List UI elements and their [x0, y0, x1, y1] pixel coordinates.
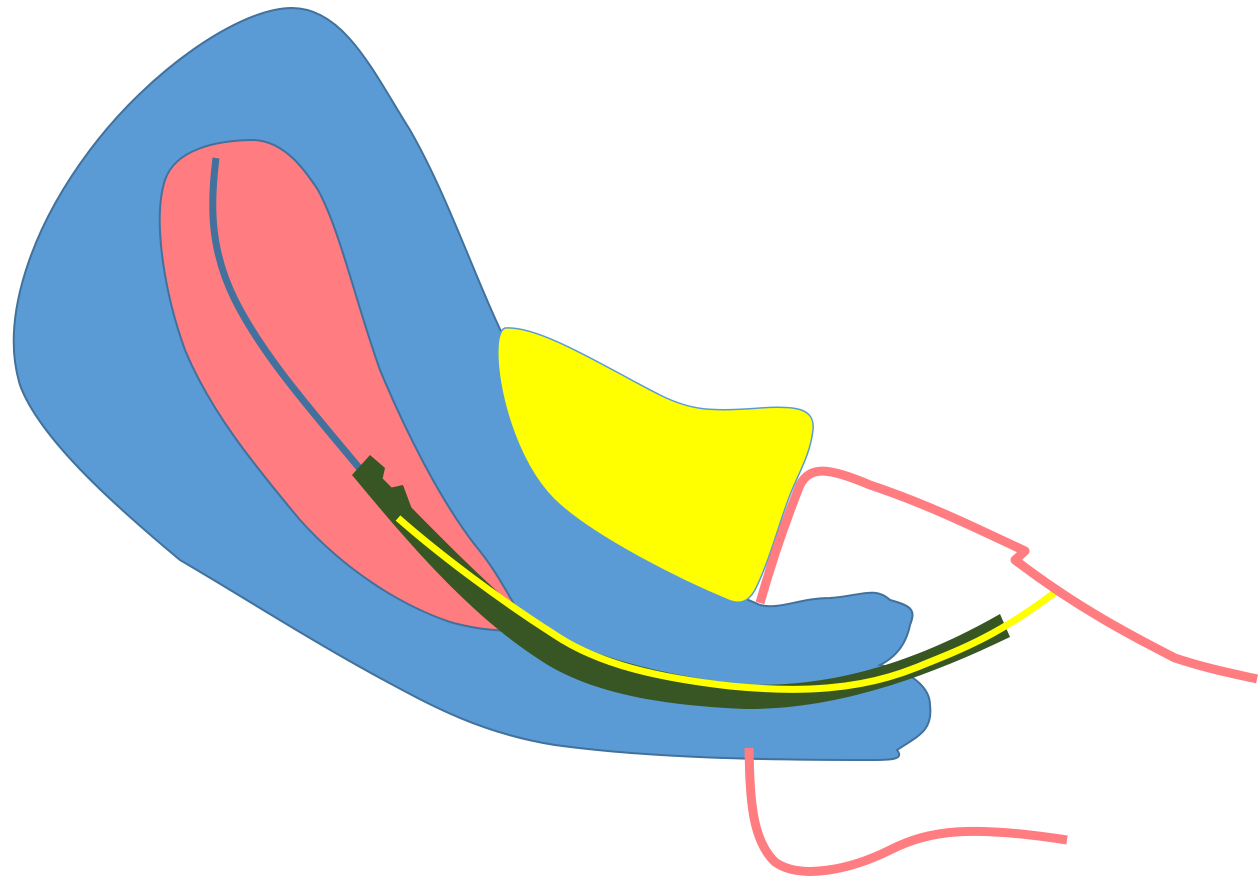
diagram-canvas [0, 0, 1260, 883]
